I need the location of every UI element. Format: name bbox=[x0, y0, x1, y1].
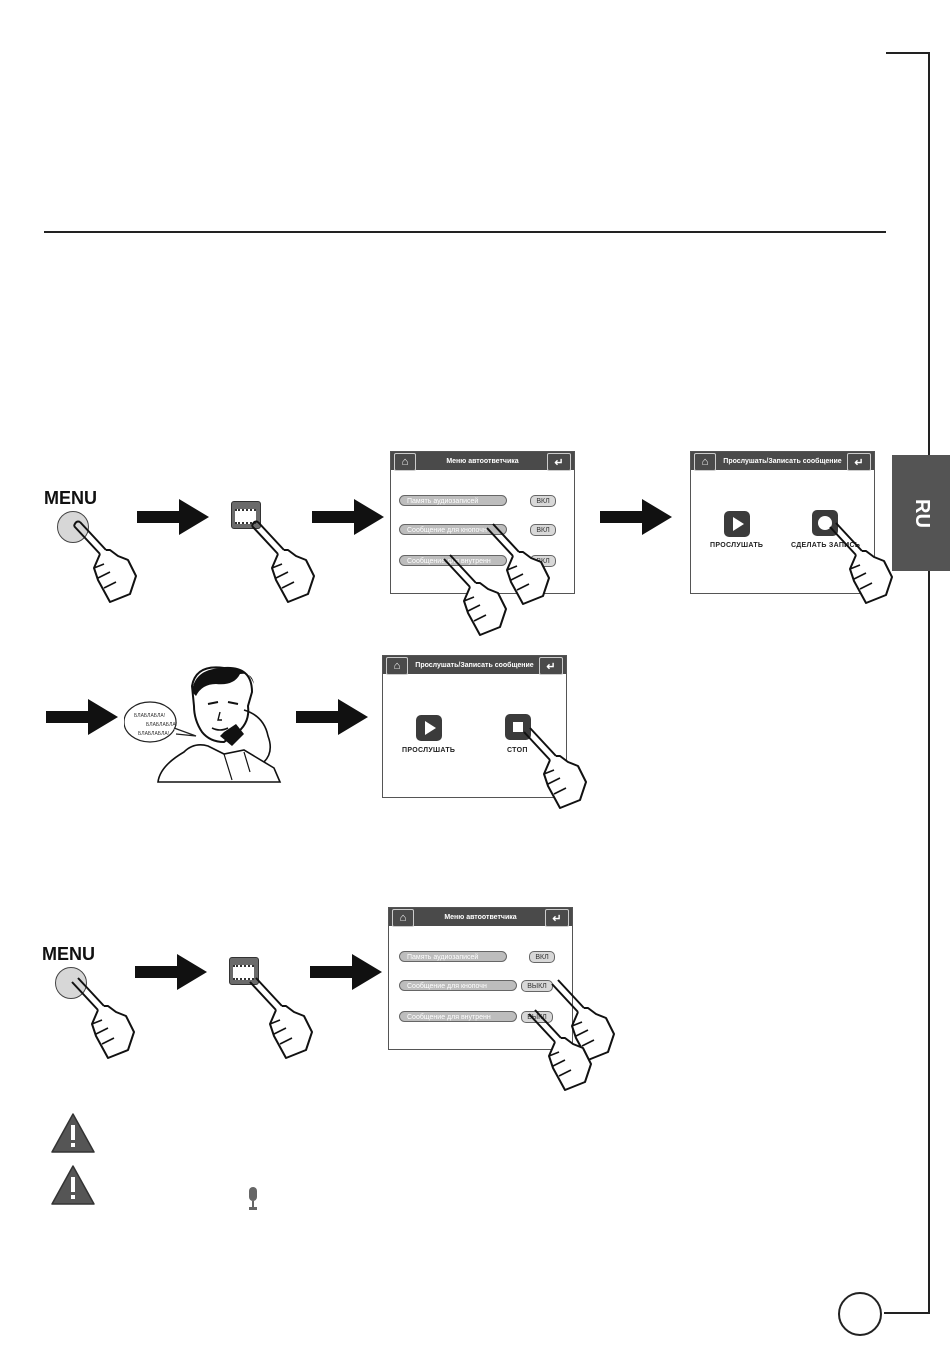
setting-label: Сообщение для внутренн bbox=[399, 555, 507, 566]
play-icon[interactable] bbox=[416, 715, 442, 741]
screen-title: Меню автоответчика bbox=[446, 457, 519, 465]
listen-label: ПРОСЛУШАТЬ bbox=[710, 542, 764, 549]
arrow-icon bbox=[46, 699, 118, 735]
menu-label: MENU bbox=[42, 944, 95, 964]
play-icon[interactable] bbox=[724, 511, 750, 537]
back-icon[interactable]: ↵ bbox=[847, 453, 871, 471]
answering-menu-off-screen: ⌂ Меню автоответчика ↵ Память аудиозапис… bbox=[388, 907, 573, 1050]
setting-label: Память аудиозаписей bbox=[399, 495, 507, 506]
speech-line: БЛАБЛАБЛА! bbox=[134, 713, 166, 719]
microphone-icon bbox=[249, 1187, 257, 1210]
language-tab-label: RU bbox=[910, 498, 933, 528]
hand-pointer-icon bbox=[251, 520, 315, 603]
setting-label: Сообщение для внутренн bbox=[399, 1011, 517, 1022]
setting-label: Память аудиозаписей bbox=[399, 951, 507, 962]
man-speaking-illustration bbox=[124, 666, 282, 783]
arrow-icon bbox=[312, 499, 384, 535]
warning-icon bbox=[51, 1113, 95, 1153]
arrow-icon bbox=[135, 954, 207, 990]
screen-header: ⌂ Прослушать/Записать сообщение ↵ bbox=[691, 452, 874, 471]
stop-label: СТОП bbox=[507, 747, 528, 754]
screen-header: ⌂ Меню автоответчика ↵ bbox=[391, 452, 574, 471]
speech-line: БЛАБЛАБЛА! bbox=[146, 722, 178, 728]
arrow-icon bbox=[310, 954, 382, 990]
back-icon[interactable]: ↵ bbox=[545, 909, 569, 927]
home-icon[interactable]: ⌂ bbox=[392, 909, 414, 927]
setting-toggle[interactable]: ВКЛ bbox=[530, 524, 556, 536]
home-icon[interactable]: ⌂ bbox=[386, 657, 408, 675]
hand-pointer-icon bbox=[486, 523, 550, 605]
listen-label: ПРОСЛУШАТЬ bbox=[402, 747, 456, 754]
screen-title: Прослушать/Записать сообщение bbox=[723, 457, 842, 465]
screen-header: ⌂ Прослушать/Записать сообщение ↵ bbox=[383, 656, 566, 675]
hand-pointer-icon bbox=[71, 977, 135, 1059]
screen-header: ⌂ Меню автоответчика ↵ bbox=[389, 908, 572, 927]
stop-icon[interactable] bbox=[505, 714, 531, 740]
home-icon[interactable]: ⌂ bbox=[694, 453, 716, 471]
hand-pointer-icon bbox=[249, 977, 313, 1059]
page-number-circle bbox=[838, 1292, 882, 1336]
hand-pointer-icon bbox=[528, 1009, 592, 1091]
menu-label: MENU bbox=[44, 488, 97, 508]
hand-pointer-icon bbox=[829, 522, 893, 604]
setting-toggle[interactable]: ВКЛ bbox=[529, 951, 555, 963]
arrow-icon bbox=[296, 699, 368, 735]
setting-label: Сообщение для кнопочн bbox=[399, 524, 507, 535]
frame-right bbox=[928, 52, 930, 1314]
back-icon[interactable]: ↵ bbox=[547, 453, 571, 471]
frame-bottom bbox=[884, 1312, 930, 1314]
language-tab: RU bbox=[892, 455, 950, 571]
film-icon[interactable] bbox=[229, 957, 259, 985]
setting-toggle[interactable]: ВКЛ bbox=[530, 495, 556, 507]
warning-icon bbox=[51, 1165, 95, 1205]
record-label: СДЕЛАТЬ ЗАПИСЬ bbox=[791, 542, 861, 549]
frame-top bbox=[886, 52, 930, 54]
film-icon[interactable] bbox=[231, 501, 261, 529]
back-icon[interactable]: ↵ bbox=[539, 657, 563, 675]
screen-title: Меню автоответчика bbox=[444, 913, 517, 921]
arrow-icon bbox=[137, 499, 209, 535]
section-divider bbox=[44, 231, 886, 233]
screen-title: Прослушать/Записать сообщение bbox=[415, 661, 534, 669]
listen-stop-screen: ⌂ Прослушать/Записать сообщение ↵ ПРОСЛУ… bbox=[382, 655, 567, 798]
hand-pointer-icon bbox=[443, 554, 507, 636]
arrow-icon bbox=[600, 499, 672, 535]
hand-pointer-icon bbox=[551, 979, 615, 1061]
speech-line: БЛАБЛАБЛА! bbox=[138, 731, 170, 737]
home-icon[interactable]: ⌂ bbox=[394, 453, 416, 471]
hand-pointer-icon bbox=[73, 520, 137, 603]
hand-pointer-icon bbox=[523, 727, 587, 809]
listen-record-screen: ⌂ Прослушать/Записать сообщение ↵ ПРОСЛУ… bbox=[690, 451, 875, 594]
setting-label: Сообщение для кнопочн bbox=[399, 980, 517, 991]
